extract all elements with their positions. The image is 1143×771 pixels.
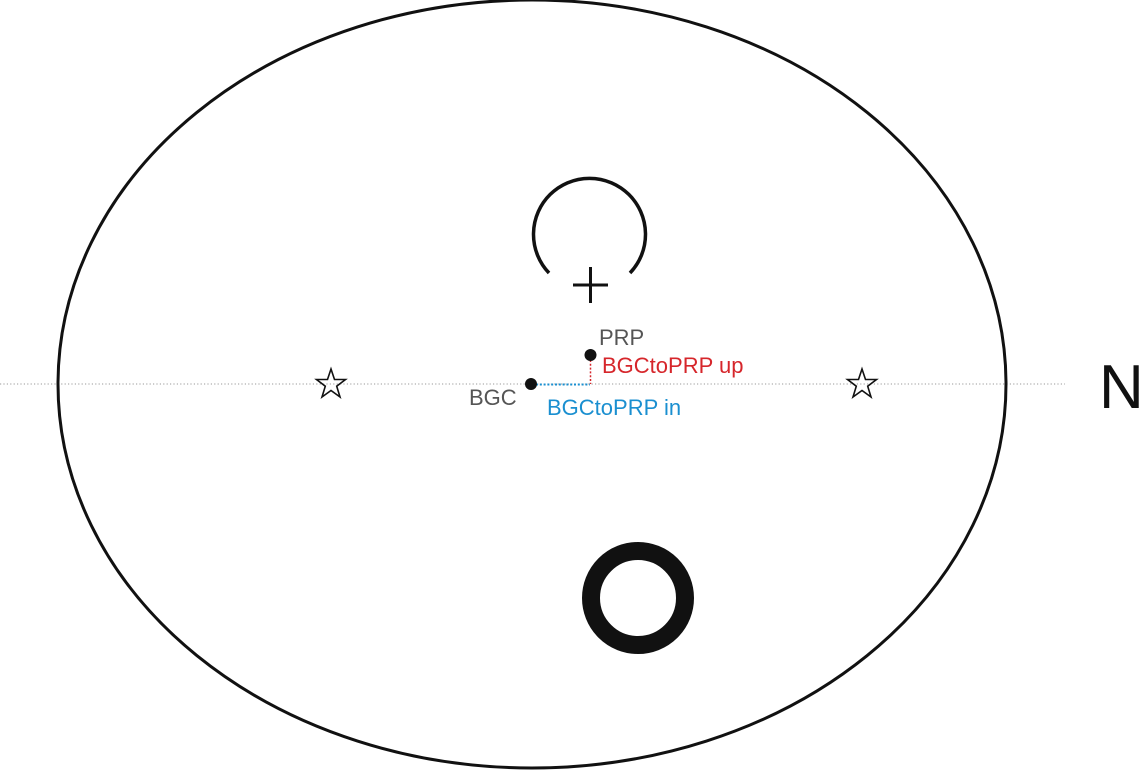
bgc-to-prp-in-label: BGCtoPRP in <box>547 395 681 420</box>
open-arc-icon <box>531 176 648 275</box>
plus-icon <box>573 267 608 303</box>
bgc-point <box>525 378 537 390</box>
right-star-icon <box>845 366 879 400</box>
left-star-icon <box>314 366 348 400</box>
prp-label: PRP <box>599 325 644 350</box>
bgc-to-prp-up-label: BGCtoPRP up <box>602 353 743 378</box>
outer-ellipse <box>56 0 1008 770</box>
north-label: N <box>1099 353 1143 422</box>
ring-icon <box>582 542 694 654</box>
prp-point <box>584 349 597 361</box>
bgc-label: BGC <box>469 385 517 410</box>
